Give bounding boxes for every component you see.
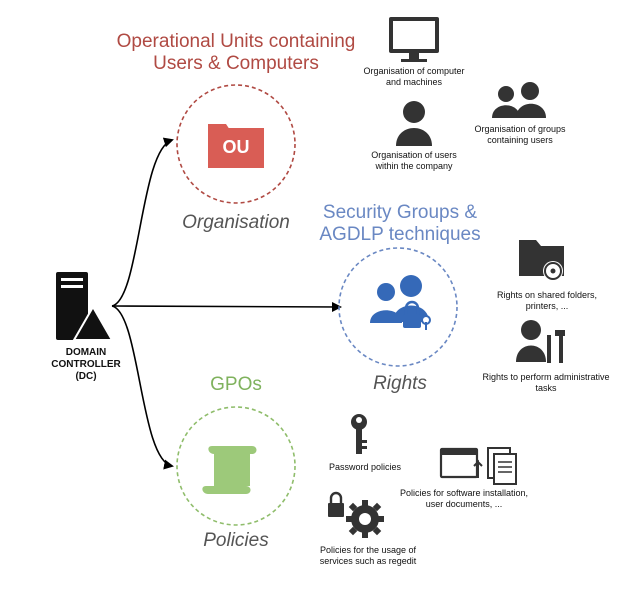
monitor-icon (389, 17, 439, 62)
caption-services-line1: Policies for the usage of (319, 545, 417, 555)
caption-shared-folders-line1: Rights on shared folders, (496, 290, 598, 300)
caption-users-line2: within the company (375, 161, 453, 171)
caption-services-usage: Policies for the usage of services such … (298, 545, 438, 567)
scroll-icon (202, 446, 257, 494)
server-warning-icon (56, 272, 114, 341)
dc-label-line3: (DC) (75, 371, 97, 382)
caption-computers-line2: and machines (385, 77, 443, 87)
rights-heading-line2: AGDLP techniques (319, 224, 481, 245)
caption-admin-tasks-line1: Rights to perform administrative (482, 372, 610, 382)
caption-shared-folders: Rights on shared folders, printers, ... (472, 290, 622, 312)
shared-folder-icon (519, 240, 564, 281)
rights-area-label: Rights (373, 373, 427, 394)
arrow-to-rights (111, 301, 342, 312)
dc-label-line2: CONTROLLER (51, 359, 121, 370)
lock-gear-icon (328, 491, 384, 538)
users-lock-icon (370, 275, 431, 330)
caption-groups: Organisation of groups containing users (450, 124, 590, 146)
dc-label: DOMAIN CONTROLLER (DC) (40, 347, 132, 383)
caption-computers-line1: Organisation of computer (363, 66, 465, 76)
organisation-heading: Operational Units containing Users & Com… (96, 31, 376, 75)
user-icon (396, 101, 432, 146)
dc-label-line1: DOMAIN (65, 347, 107, 358)
admin-tools-icon (516, 320, 565, 363)
caption-groups-line1: Organisation of groups (474, 124, 566, 134)
organisation-area-label: Organisation (182, 212, 290, 233)
caption-computers: Organisation of computer and machines (344, 66, 484, 88)
caption-admin-tasks: Rights to perform administrative tasks (466, 372, 626, 394)
users-group-icon (492, 82, 546, 118)
caption-software-line2: user documents, ... (425, 499, 503, 509)
caption-users-line1: Organisation of users (371, 150, 457, 160)
policies-circle (176, 406, 296, 526)
organisation-heading-line2: Users & Computers (153, 53, 319, 74)
caption-services-line2: services such as regedit (319, 556, 417, 566)
ou-folder-icon (208, 124, 264, 168)
rights-heading: Security Groups & AGDLP techniques (290, 202, 510, 246)
ou-badge: OU (222, 137, 250, 157)
rights-heading-line1: Security Groups & (322, 202, 478, 223)
key-icon (351, 414, 367, 454)
organisation-circle (176, 84, 296, 204)
caption-admin-tasks-line2: tasks (535, 383, 557, 393)
caption-shared-folders-line2: printers, ... (525, 301, 569, 311)
caption-password-line1: Password policies (328, 462, 402, 472)
caption-groups-line2: containing users (487, 135, 553, 145)
rights-circle (338, 247, 458, 367)
arrow-to-organisation (111, 137, 174, 307)
software-install-icon (439, 447, 517, 485)
arrow-to-policies (111, 305, 174, 470)
caption-users: Organisation of users within the company (344, 150, 484, 172)
policies-heading: GPOs (210, 374, 262, 395)
caption-software-install: Policies for software installation, user… (382, 488, 546, 510)
caption-software-line1: Policies for software installation, (399, 488, 529, 498)
policies-area-label: Policies (203, 530, 269, 551)
organisation-heading-line1: Operational Units containing (116, 31, 356, 52)
caption-password-policies: Password policies (310, 462, 420, 473)
